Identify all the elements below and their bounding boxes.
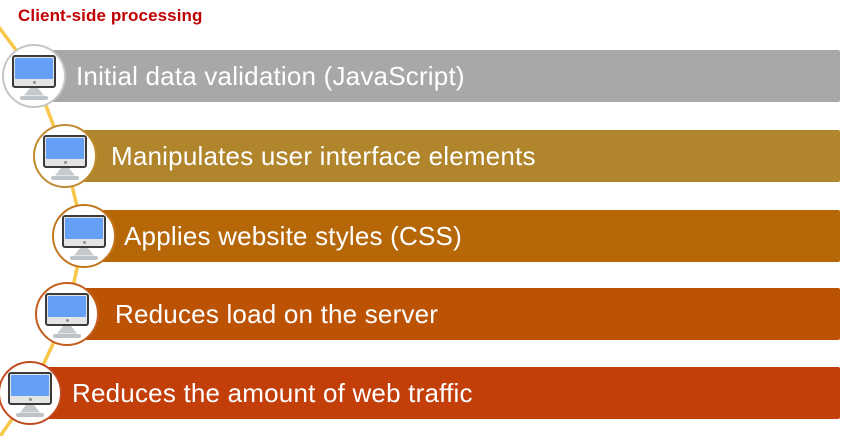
monitor-screen [48,295,86,317]
computer-monitor-icon [8,371,52,417]
monitor-screen [46,137,84,159]
list-item-label: Applies website styles (CSS) [124,221,462,251]
list-item-label: Initial data validation (JavaScript) [76,61,465,91]
monitor-camera-dot [65,318,69,322]
monitor-stand [20,404,40,413]
monitor-stand [24,87,44,96]
icon-circle [35,282,99,346]
monitor-base [16,412,44,417]
monitor-camera-dot [28,397,32,401]
monitor-base [20,95,48,100]
monitor-stand [55,167,75,176]
monitor-body [8,371,52,405]
list-item-label: Reduces the amount of web traffic [72,378,473,408]
list-bar: Reduces load on the server [67,288,840,340]
monitor-stand [74,247,94,256]
monitor-camera-dot [32,80,36,84]
computer-monitor-icon [62,214,106,260]
monitor-body [12,54,56,88]
monitor-screen [15,57,53,79]
monitor-body [62,214,106,248]
list-bar: Applies website styles (CSS) [84,210,840,262]
monitor-base [70,255,98,260]
monitor-base [53,333,81,338]
list-item-label: Manipulates user interface elements [111,141,536,171]
list-item-label: Reduces load on the server [115,299,439,329]
monitor-screen [65,217,103,239]
monitor-stand [57,325,77,334]
monitor-body [43,134,87,168]
icon-circle [0,361,62,425]
list-bar: Initial data validation (JavaScript) [34,50,840,102]
icon-circle [52,204,116,268]
monitor-camera-dot [63,160,67,164]
page-title: Client-side processing [18,6,203,25]
monitor-screen [11,374,49,396]
monitor-body [45,292,89,326]
list-bar: Manipulates user interface elements [65,130,840,182]
computer-monitor-icon [43,134,87,180]
icon-circle [2,44,66,108]
list-bar: Reduces the amount of web traffic [31,367,840,419]
monitor-base [51,175,79,180]
computer-monitor-icon [45,292,89,338]
computer-monitor-icon [12,54,56,100]
monitor-camera-dot [82,240,86,244]
icon-circle [33,124,97,188]
